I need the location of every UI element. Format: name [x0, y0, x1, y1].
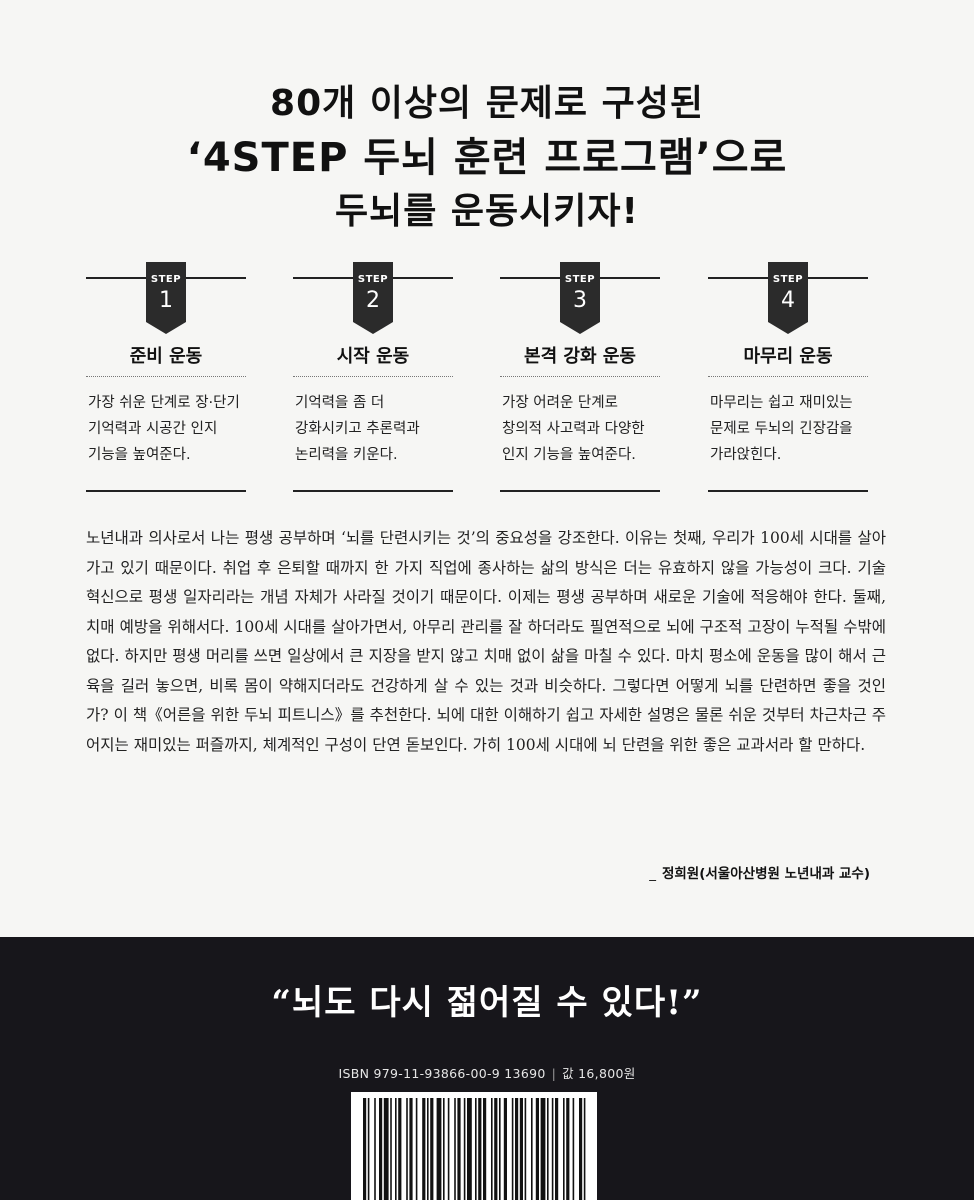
price: 값 16,800원: [562, 1066, 636, 1081]
step-badge: STEP 2: [353, 262, 393, 334]
step-dotted-divider: [708, 376, 868, 377]
step-badge: STEP 4: [768, 262, 808, 334]
author-name: 정희원(서울아산병원 노년내과 교수): [661, 866, 870, 882]
step-description: 기억력을 좀 더 강화시키고 추론력과 논리력을 키운다.: [295, 395, 420, 463]
step-dotted-divider: [500, 376, 660, 377]
step-label: STEP: [772, 274, 804, 285]
isbn-code: ISBN 979-11-93866-00-9 13690: [338, 1066, 546, 1081]
headline: 80개 이상의 문제로 구성된 ‘4STEP 두뇌 훈련 프로그램’으로 두뇌를…: [0, 78, 974, 238]
headline-line-3: 두뇌를 운동시키자!: [335, 191, 639, 232]
step-number: 3: [573, 288, 587, 313]
endorsement-text: 노년내과 의사로서 나는 평생 공부하며 ‘뇌를 단련시키는 것’의 중요성을 …: [86, 529, 886, 754]
tagline-quote: “뇌도 다시 젊어질 수 있다!”: [271, 983, 703, 1023]
step-bottom-divider: [86, 490, 246, 492]
step-3: STEP 3 본격 강화 운동 가장 어려운 단계로 창의적 사고력과 다양한 …: [500, 262, 660, 494]
step-bottom-divider: [708, 490, 868, 492]
isbn-line: ISBN 979-11-93866-00-9 13690 | 값 16,800원: [0, 1063, 974, 1082]
step-number: 1: [159, 288, 173, 313]
step-1: STEP 1 준비 운동 가장 쉬운 단계로 장·단기 기억력과 시공간 인지 …: [86, 262, 246, 494]
step-number: 4: [781, 288, 795, 313]
step-label: STEP: [564, 274, 596, 285]
endorsement-author: _ 정희원(서울아산병원 노년내과 교수): [649, 862, 870, 882]
step-4: STEP 4 마무리 운동 마무리는 쉽고 재미있는 문제로 두뇌의 긴장감을 …: [708, 262, 868, 494]
step-description: 마무리는 쉽고 재미있는 문제로 두뇌의 긴장감을 가라앉힌다.: [710, 395, 853, 463]
step-badge: STEP 1: [146, 262, 186, 334]
headline-line-2: ‘4STEP 두뇌 훈련 프로그램’으로: [186, 135, 788, 181]
step-bottom-divider: [293, 490, 453, 492]
step-description: 가장 쉬운 단계로 장·단기 기억력과 시공간 인지 기능을 높여준다.: [88, 395, 240, 463]
headline-line-1: 80개 이상의 문제로 구성된: [270, 83, 704, 124]
step-dotted-divider: [293, 376, 453, 377]
isbn-separator: |: [551, 1066, 557, 1081]
steps-section: STEP 1 준비 운동 가장 쉬운 단계로 장·단기 기억력과 시공간 인지 …: [86, 262, 872, 502]
step-badge: STEP 3: [560, 262, 600, 334]
step-2: STEP 2 시작 운동 기억력을 좀 더 강화시키고 추론력과 논리력을 키운…: [293, 262, 453, 494]
step-title: 본격 강화 운동: [524, 346, 636, 367]
step-number: 2: [366, 288, 380, 313]
barcode: [351, 1092, 597, 1200]
step-title: 준비 운동: [129, 346, 203, 367]
step-label: STEP: [357, 274, 389, 285]
author-dash: _: [649, 866, 656, 882]
step-description: 가장 어려운 단계로 창의적 사고력과 다양한 인지 기능을 높여준다.: [502, 395, 645, 463]
step-dotted-divider: [86, 376, 246, 377]
step-label: STEP: [150, 274, 182, 285]
barcode-icon: [363, 1098, 586, 1200]
step-title: 시작 운동: [336, 346, 410, 367]
step-bottom-divider: [500, 490, 660, 492]
step-title: 마무리 운동: [743, 346, 833, 367]
